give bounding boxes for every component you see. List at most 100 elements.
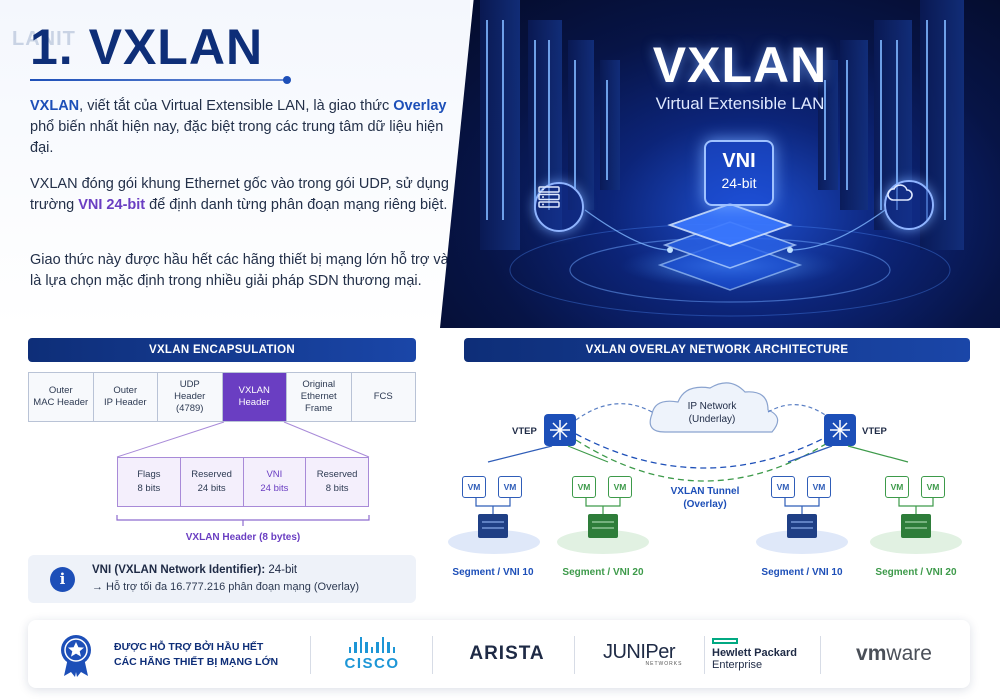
server-icon	[901, 514, 931, 538]
header-field-size: 8 bits	[325, 483, 349, 494]
hpe-logo: Hewlett Packard Enterprise	[712, 620, 816, 688]
hero-title: VXLAN	[652, 37, 828, 93]
server-icon	[478, 514, 508, 538]
cisco-logo: CISCO	[324, 620, 420, 688]
support-line-2: CÁC HÃNG THIẾT BỊ MẠNG LỚN	[114, 656, 279, 668]
hero-banner: VXLAN Virtual Extensible LAN VNI 24-bit	[440, 0, 1000, 328]
title-underline	[30, 79, 286, 81]
underlay-network-label: IP Network (Underlay)	[662, 400, 762, 426]
intro-text: để định danh từng phân đoạn mạng riêng b…	[145, 197, 448, 213]
server-icon	[787, 514, 817, 538]
underlay-cloud-icon	[649, 382, 779, 433]
hpe-rectangle-icon	[712, 637, 738, 644]
vni-info-title-bold: VNI (VXLAN Network Identifier):	[92, 564, 266, 576]
juniper-sub: NETWORKS	[645, 661, 683, 667]
brand-logo: LANIT	[12, 28, 76, 50]
frame-field-text: Ethernet	[300, 391, 337, 402]
header-field-size: 24 bits	[260, 483, 289, 494]
overlay-architecture-diagram: IP Network (Underlay) VTEP VTEP VXLAN Tu…	[440, 362, 1000, 592]
vni-info-title: VNI (VXLAN Network Identifier): 24-bit	[92, 564, 297, 576]
vm-icon: VM	[462, 476, 486, 498]
frame-field-text: Original	[302, 379, 336, 390]
frame-field: FCS	[351, 373, 415, 421]
hpe-name-line2: Enterprise	[712, 658, 763, 671]
vm-icon: VM	[921, 476, 945, 498]
frame-field-text: Frame	[305, 403, 333, 414]
architecture-section-title: VXLAN OVERLAY NETWORK ARCHITECTURE	[464, 338, 970, 362]
frame-field-text: FCS	[373, 391, 393, 402]
frame-field-text: (4789)	[176, 403, 204, 414]
tunnel-label-line2: (Overlay)	[683, 499, 727, 510]
server-stack-icon	[534, 182, 584, 232]
juniper-logo: JUNIPer NETWORKS	[580, 620, 698, 688]
vendor-support-footer: ĐƯỢC HỖ TRỢ BỞI HẦU HẾT CÁC HÃNG THIẾT B…	[28, 620, 970, 688]
hero-background-art	[480, 0, 964, 317]
vni-info-box: i VNI (VXLAN Network Identifier): 24-bit…	[28, 555, 416, 603]
page-title: 1. VXLAN	[30, 19, 264, 75]
header-field-name: Reserved	[316, 469, 358, 480]
vxlan-header-size-label: VXLAN Header (8 bytes)	[185, 532, 301, 543]
vm-icon: VM	[885, 476, 909, 498]
server-icon	[588, 514, 618, 538]
award-badge-icon	[56, 632, 96, 683]
segment-label-right-vni10: Segment / VNI 10	[761, 567, 843, 578]
underlay-label-line2: (Underlay)	[688, 414, 736, 425]
highlight-vxlan: VXLAN	[30, 98, 80, 114]
header-field-size: 24 bits	[197, 483, 226, 494]
frame-field-text: UDP	[179, 379, 200, 390]
vm-icon: VM	[572, 476, 596, 498]
hpe-name-line1: Hewlett Packard	[712, 646, 797, 659]
header-field: VNI 24 bits	[244, 458, 307, 506]
segment-label-left-vni20: Segment / VNI 20	[562, 567, 644, 578]
architecture-graphics	[448, 382, 962, 554]
vni-info-detail: → Hỗ trợ tối đa 16.777.216 phân đoạn mạn…	[92, 581, 360, 593]
header-field: Reserved 8 bits	[306, 458, 368, 506]
vmware-name-b: ware	[886, 642, 932, 665]
vm-icon: VM	[608, 476, 632, 498]
intro-text: , viết tắt của Virtual Extensible LAN, l…	[79, 98, 394, 114]
cisco-name: CISCO	[344, 654, 400, 672]
vni-info-value: 24-bit	[265, 564, 298, 576]
vtep-left-label: VTEP	[512, 426, 537, 437]
frame-field-text: Outer	[113, 385, 138, 396]
header-field-name: Reserved	[191, 469, 232, 480]
divider	[432, 636, 433, 674]
vni-card-label: VNI	[722, 150, 756, 172]
header-field: Reserved 24 bits	[181, 458, 244, 506]
header-field-name: Flags	[137, 469, 161, 480]
vni-card: VNI 24-bit	[704, 140, 774, 206]
vmware-name-a: vm	[856, 642, 887, 665]
intro-text: VXLAN đóng gói khung Ethernet gốc vào tr…	[30, 176, 449, 213]
info-icon: i	[50, 567, 75, 592]
divider	[310, 636, 311, 674]
intro-text: phổ biến nhất hiện nay, đặc biệt trong c…	[30, 119, 444, 156]
frame-field-text: Header	[238, 397, 270, 408]
vtep-right-label: VTEP	[862, 426, 887, 437]
segment-label-right-vni20: Segment / VNI 20	[875, 567, 957, 578]
vm-icon: VM	[498, 476, 522, 498]
intro-panel: LANIT 1. VXLAN VXLAN, viết tắt của Virtu…	[0, 0, 470, 328]
frame-field-text: Outer	[48, 385, 73, 396]
frame-field-text: IP Header	[103, 397, 147, 408]
hero-subtitle: Virtual Extensible LAN	[655, 94, 825, 113]
header-field-size: 8 bits	[137, 483, 161, 494]
support-statement: ĐƯỢC HỖ TRỢ BỞI HẦU HẾT CÁC HÃNG THIẾT B…	[114, 640, 278, 670]
vni-card-size: 24-bit	[721, 175, 757, 191]
tunnel-label-line1: VXLAN Tunnel	[670, 486, 740, 497]
header-field-name: VNI	[266, 469, 283, 480]
juniper-name: JUNIPer	[602, 641, 676, 663]
encapsulation-section-title: VXLAN ENCAPSULATION	[28, 338, 416, 362]
cloud-icon	[884, 180, 934, 230]
underlay-label-line1: IP Network	[687, 401, 737, 412]
header-field: Flags 8 bits	[118, 458, 181, 506]
intro-paragraph-2: VXLAN đóng gói khung Ethernet gốc vào tr…	[30, 174, 450, 216]
segment-label-left-vni10: Segment / VNI 10	[452, 567, 534, 578]
vm-icon: VM	[771, 476, 795, 498]
